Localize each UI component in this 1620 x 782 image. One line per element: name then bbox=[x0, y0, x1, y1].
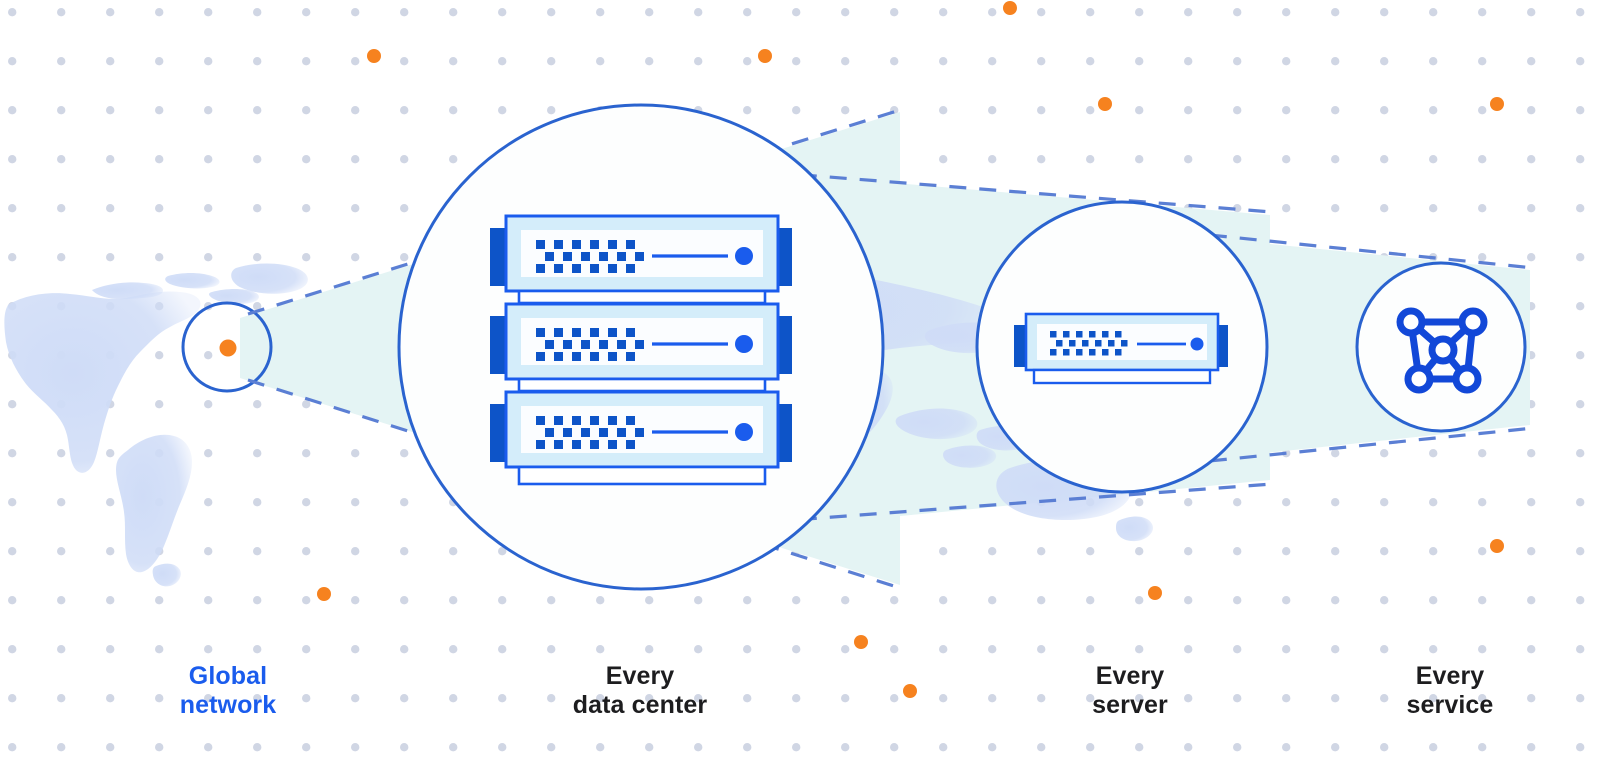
server-led-grid bbox=[1050, 331, 1128, 356]
accent-dot bbox=[367, 49, 381, 63]
stage-label-data-center: Every data center bbox=[572, 662, 708, 720]
server-rack-base bbox=[1032, 368, 1212, 385]
server-status-led bbox=[735, 423, 753, 441]
server-rack-base bbox=[517, 465, 767, 486]
accent-dot bbox=[1098, 97, 1112, 111]
server-status-led bbox=[735, 247, 753, 265]
server-led-grid bbox=[536, 328, 644, 361]
mesh-node bbox=[1396, 307, 1426, 337]
stage-label-service: Every service bbox=[1406, 662, 1494, 720]
accent-dot bbox=[1490, 539, 1504, 553]
server-rack-icon bbox=[490, 214, 792, 486]
mesh-node-center bbox=[1428, 335, 1458, 365]
service-circle-outline bbox=[1355, 261, 1527, 433]
server-rack-spacer bbox=[517, 289, 767, 305]
server-unit bbox=[490, 390, 792, 469]
server-status-led bbox=[1190, 337, 1204, 351]
data-center-circle-outline bbox=[397, 103, 885, 591]
accent-dot bbox=[758, 49, 772, 63]
accent-dot bbox=[854, 635, 868, 649]
stage-label-global-network: Global network bbox=[179, 662, 277, 720]
server-status-led bbox=[735, 335, 753, 353]
server-circle-outline bbox=[975, 200, 1269, 494]
accent-dot bbox=[1490, 97, 1504, 111]
server-led-grid bbox=[536, 240, 644, 273]
server-led-grid bbox=[536, 416, 644, 449]
accent-dot bbox=[903, 684, 917, 698]
accent-dots bbox=[317, 1, 1504, 698]
service-stage bbox=[1355, 261, 1527, 433]
accent-dot bbox=[1148, 586, 1162, 600]
server-stage bbox=[975, 200, 1269, 494]
mesh-node bbox=[1458, 307, 1488, 337]
network-mesh-icon bbox=[1396, 307, 1488, 394]
mesh-node bbox=[1452, 364, 1482, 394]
server-unit bbox=[490, 214, 792, 293]
accent-dot bbox=[1003, 1, 1017, 15]
server-unit bbox=[490, 302, 792, 381]
stage-label-server: Every server bbox=[1092, 662, 1168, 720]
global-network-location-pin bbox=[219, 339, 237, 357]
single-server-icon bbox=[1014, 312, 1228, 385]
accent-dot bbox=[317, 587, 331, 601]
data-center-stage bbox=[397, 103, 885, 591]
mesh-node bbox=[1404, 364, 1434, 394]
global-network-focus-circle bbox=[181, 301, 273, 393]
server-rack-spacer bbox=[517, 377, 767, 393]
